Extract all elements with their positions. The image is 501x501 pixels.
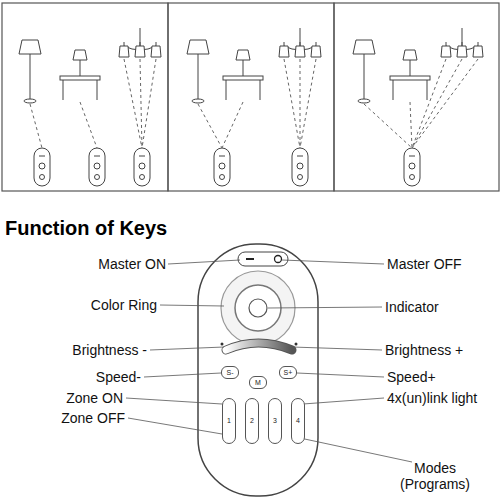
leader-line: [128, 418, 222, 434]
chandelier: [279, 28, 321, 57]
remote-body: [198, 244, 318, 496]
signal-line: [412, 59, 446, 148]
title: Function of Keys: [5, 217, 167, 240]
key-label: Speed-: [96, 369, 141, 385]
key-label: Indicator: [385, 299, 439, 315]
remote-icon: [89, 148, 105, 186]
brightness-slider-fill: [226, 343, 292, 350]
signal-line: [364, 104, 412, 148]
master-on-symbol: [246, 258, 254, 260]
table-lamp: [223, 50, 263, 100]
signal-line: [284, 59, 300, 148]
leader-line: [297, 373, 384, 377]
leader-line: [282, 260, 384, 264]
function-button: M: [249, 376, 267, 389]
button-label: 3: [273, 417, 277, 425]
table-lamp: [390, 50, 430, 100]
signal-line: [410, 102, 412, 148]
floor-lamp: [353, 40, 375, 103]
leader-line: [126, 398, 222, 404]
key-label: 4x(un)link light: [387, 390, 477, 406]
chandelier: [119, 28, 161, 57]
key-label: Zone OFF: [61, 410, 125, 426]
floor-lamp: [187, 40, 209, 103]
chandelier: [441, 28, 483, 57]
signal-line: [142, 59, 156, 148]
zone-button: 3: [268, 398, 282, 444]
remote-icon: [34, 148, 50, 186]
leader-line: [268, 307, 382, 308]
zone-button: 4: [291, 398, 305, 444]
key-label: Brightness -: [72, 342, 147, 358]
button-label: S-: [227, 369, 234, 377]
signal-line: [300, 59, 316, 148]
panel-frame: [168, 3, 334, 191]
leader-line: [303, 398, 384, 404]
signal-line: [412, 59, 478, 148]
leader-line: [292, 347, 382, 350]
zone-button: 1: [222, 398, 236, 444]
signal-line: [198, 104, 222, 148]
master-off-symbol: [275, 256, 282, 263]
signal-line: [30, 104, 42, 148]
button-label: S+: [284, 369, 293, 377]
panel-frame: [334, 3, 499, 191]
brightness-dot: [221, 343, 224, 346]
key-label: Modes (Programs): [393, 460, 477, 492]
brightness-dot: [295, 343, 298, 346]
key-label: Master OFF: [387, 256, 462, 272]
function-button: S-: [221, 366, 239, 379]
zone-button: 2: [245, 398, 259, 444]
remote-icon: [404, 148, 420, 186]
leader-line: [300, 438, 412, 462]
button-label: 1: [227, 417, 231, 425]
remote-icon: [214, 148, 230, 186]
signal-line: [222, 102, 243, 148]
leader-line: [150, 347, 224, 350]
master-button: [238, 252, 288, 266]
key-label: Speed+: [387, 369, 436, 385]
signal-line: [412, 59, 462, 148]
signal-line: [140, 59, 142, 148]
button-label: 4: [296, 417, 300, 425]
remote-icon: [292, 148, 308, 186]
panel-frame: [2, 3, 168, 191]
signal-line: [300, 59, 301, 148]
function-button: S+: [279, 366, 297, 379]
leader-line: [144, 373, 221, 377]
key-label: Zone ON: [66, 390, 123, 406]
signal-line: [124, 59, 142, 148]
button-label: M: [255, 379, 261, 387]
key-label: Brightness +: [385, 342, 463, 358]
button-label: 2: [250, 417, 254, 425]
key-label: Master ON: [98, 256, 166, 272]
key-label: Color Ring: [91, 297, 157, 313]
brightness-slider: [226, 343, 292, 350]
floor-lamp: [19, 40, 41, 103]
remote-icon: [134, 148, 150, 186]
table-lamp: [60, 50, 100, 100]
indicator: [249, 299, 267, 317]
leader-line: [168, 260, 240, 264]
signal-line: [80, 102, 97, 148]
leader-line: [160, 305, 224, 306]
